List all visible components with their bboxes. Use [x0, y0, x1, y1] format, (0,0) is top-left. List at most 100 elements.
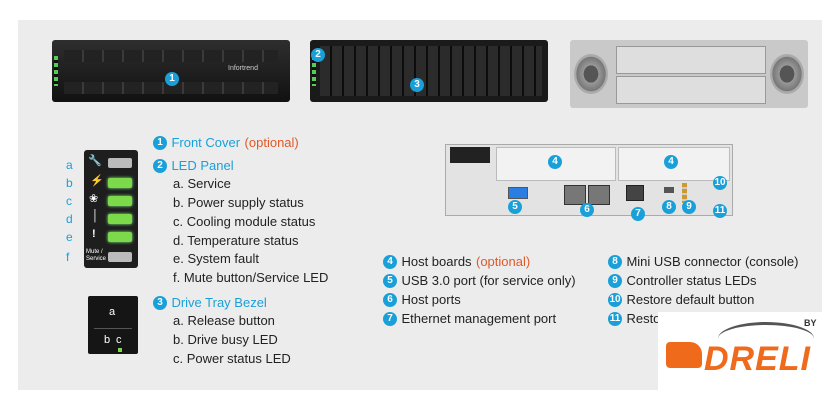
mini-usb-port — [664, 187, 674, 193]
usb-port — [508, 187, 528, 199]
hb-labels — [450, 147, 490, 163]
led-item-a: a. Service — [173, 176, 231, 191]
callout-8: 8 — [662, 200, 676, 214]
callout-11-legend: 11 — [608, 311, 622, 326]
controller-detail — [445, 144, 733, 216]
drill-icon — [666, 342, 702, 368]
cover-green-leds — [54, 56, 58, 86]
drive-bays — [320, 46, 542, 96]
front-led-strip — [312, 56, 316, 86]
legend-restore: 10 Restore default button — [608, 291, 754, 309]
rear-controller-bottom — [616, 76, 766, 104]
rear-psu-left — [574, 54, 608, 94]
led-temperature — [108, 214, 132, 224]
legend-led-panel: 2 LED Panel — [153, 157, 234, 175]
restore-text: Restore default button — [626, 292, 755, 307]
tray-power-led — [118, 348, 122, 352]
mini-usb-text: Mini USB connector (console) — [626, 254, 799, 269]
fault-icon: ! — [92, 228, 96, 240]
callout-3-legend: 3 — [153, 295, 167, 310]
led-cooling — [108, 196, 132, 206]
usb-text: USB 3.0 port (for service only) — [401, 273, 576, 288]
mute-button — [108, 252, 132, 262]
led-item-f: f. Mute button/Service LED — [173, 270, 329, 285]
tray-letter-b: b — [104, 334, 111, 346]
led-item-b: b. Power supply status — [173, 195, 304, 210]
callout-10: 10 — [713, 176, 727, 190]
panel-letter-b: b — [66, 176, 73, 190]
legend-ctrl-leds: 9 Controller status LEDs — [608, 272, 757, 290]
led-fault — [108, 232, 132, 242]
led-item-c: c. Cooling module status — [173, 214, 316, 229]
rear-controller-top — [616, 46, 766, 74]
callout-4-legend: 4 — [383, 254, 397, 269]
callout-2: 2 — [311, 48, 325, 62]
callout-1: 1 — [165, 72, 179, 86]
panel-letter-f: f — [66, 250, 70, 264]
callout-11: 11 — [713, 204, 727, 218]
legend-ethernet: 7 Ethernet management port — [383, 310, 556, 328]
callout-5-legend: 5 — [383, 273, 397, 288]
status-leds — [682, 183, 687, 203]
panel-letter-e: e — [66, 230, 73, 244]
callout-6-legend: 6 — [383, 292, 397, 307]
callout-8-legend: 8 — [608, 254, 622, 269]
callout-4b: 4 — [664, 155, 678, 169]
logo-by: BY — [804, 318, 817, 328]
tray-item-b: b. Drive busy LED — [173, 332, 278, 347]
callout-9-legend: 9 — [608, 273, 622, 288]
callout-3: 3 — [410, 78, 424, 92]
callout-9: 9 — [682, 200, 696, 214]
wrench-icon: 🔧 — [88, 155, 102, 167]
cover-vent-bottom — [64, 82, 278, 94]
rear-unit — [570, 40, 808, 108]
ctrl-leds-text: Controller status LEDs — [626, 273, 757, 288]
front-cover-opt: (optional) — [244, 135, 299, 150]
callout-5: 5 — [508, 200, 522, 214]
rear-psu-right — [770, 54, 804, 94]
ethernet-text: Ethernet management port — [401, 311, 557, 326]
callout-7: 7 — [631, 207, 645, 221]
legend-host-boards: 4 Host boards (optional) — [383, 253, 530, 271]
mute-label: Mute / Service — [86, 249, 107, 262]
legend-drive-tray: 3 Drive Tray Bezel — [153, 294, 267, 312]
brand-label: Infortrend — [228, 65, 258, 72]
legend-host-ports: 6 Host ports — [383, 291, 461, 309]
host-boards-text: Host boards — [401, 254, 472, 269]
drive-tray-title: Drive Tray Bezel — [171, 295, 267, 310]
drive-tray-illustration: a b c — [88, 296, 138, 354]
led-power — [108, 178, 132, 188]
logo-swoosh — [718, 322, 814, 355]
front-cover-title: Front Cover — [171, 135, 241, 150]
legend-front-cover: 1 Front Cover (optional) — [153, 134, 299, 152]
dreli-logo: DRELI BY — [658, 312, 824, 392]
legend-restore-partial: 11 Resto — [608, 310, 660, 328]
led-item-e: e. System fault — [173, 251, 259, 266]
panel-letter-d: d — [66, 212, 73, 226]
callout-7-legend: 7 — [383, 311, 397, 326]
panel-letter-c: c — [66, 194, 72, 208]
front-cover-unit: Infortrend — [52, 40, 290, 102]
led-panel-illustration: 🔧 ⚡ ❀ │ ! Mute / Service — [84, 150, 138, 268]
host-port-1 — [564, 185, 586, 205]
tray-item-c: c. Power status LED — [173, 351, 291, 366]
tray-letter-c: c — [116, 334, 122, 346]
host-ports-text: Host ports — [401, 292, 461, 307]
callout-2-legend: 2 — [153, 158, 167, 173]
legend-usb: 5 USB 3.0 port (for service only) — [383, 272, 576, 290]
fan-icon: ❀ — [89, 193, 99, 205]
tray-item-a: a. Release button — [173, 313, 275, 328]
ethernet-port — [626, 185, 644, 201]
legend-mini-usb: 8 Mini USB connector (console) — [608, 253, 798, 271]
callout-1-legend: 1 — [153, 135, 167, 150]
callout-4a: 4 — [548, 155, 562, 169]
led-panel-title: LED Panel — [171, 158, 234, 173]
tray-divider — [94, 328, 132, 329]
front-drives-unit — [310, 40, 548, 102]
host-port-2 — [588, 185, 610, 205]
panel-letter-a: a — [66, 158, 73, 172]
thermometer-icon: │ — [92, 210, 99, 222]
tray-letter-a: a — [109, 306, 116, 318]
callout-6: 6 — [580, 203, 594, 217]
